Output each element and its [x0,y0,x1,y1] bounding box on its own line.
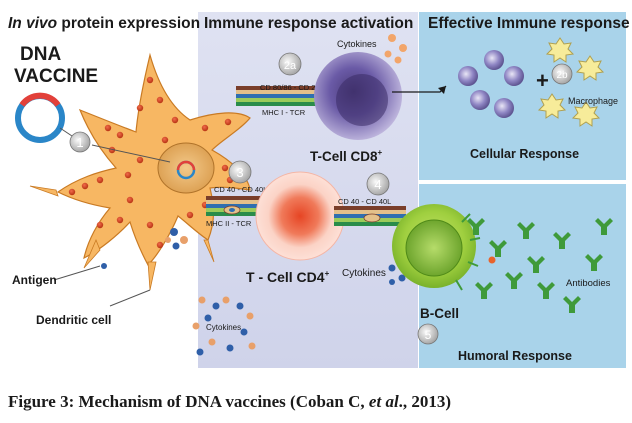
step-2b-badge: 2b [551,63,573,85]
svg-text:4: 4 [374,177,381,192]
dendrite-spikes [29,185,215,291]
bcell-nucleus [405,219,463,277]
tcell-cd4 [255,171,345,261]
caption-italic: et al [368,392,399,411]
step-2a-badge: 2a [278,52,302,76]
plasmid-icon [15,92,65,143]
svg-text:2b: 2b [556,70,568,81]
antibodies-label: Antibodies [566,278,611,289]
tcell-cd8-nucleus [336,74,388,126]
cellular-panel [419,12,626,180]
nucleus-plasmid-icon [176,160,196,180]
header-effective-response: Effective Immune response [428,15,630,32]
bcell-label: B-Cell [420,306,459,321]
plus-sign: + [536,68,549,93]
svg-text:5: 5 [425,328,432,342]
cd4-synapse [206,196,266,216]
macrophage-label: Macrophage [568,96,618,106]
antigen-label: Antigen [12,273,57,287]
antibody-icons [467,218,613,313]
antigen-pointer [53,265,101,281]
svg-text:2a: 2a [284,60,297,72]
vaccine-label: VACCINE [14,66,98,87]
step-4-badge: 4 [366,172,390,196]
bcell-synapse [334,206,406,226]
humoral-response-label: Humoral Response [458,349,572,363]
mhc1-label: MHC I - TCR [262,108,306,117]
header-in-vivo: In vivo protein expression [8,15,200,32]
cytokines-top-label: Cytokines [337,39,377,49]
cytokines-bottom-label: Cytokines [206,323,241,332]
cytokines-mid-label: Cytokines [342,268,386,279]
entry-arrow [91,144,171,163]
caption-prefix: Figure 3: Mechanism of DNA vaccines (Cob… [8,392,369,411]
bcell-receptors [455,213,481,291]
dendritic-cell-label: Dendritic cell [36,313,111,327]
dna-vaccine-diagram: In vivo protein expression Immune respon… [8,12,630,368]
cd8-synapse [236,86,348,106]
step-3-badge: 3 [228,160,252,184]
cd40-left-label: CD 40 - CD 40L [214,185,267,194]
tcell-cd4-label: T - Cell CD4+ [246,269,330,285]
mhc2-label: MHC II - TCR [206,219,252,228]
svg-text:1: 1 [76,135,83,150]
antigen-icons [101,228,188,269]
header-immune-activation: Immune response activation [204,15,413,32]
step-1-badge: 1 [69,131,91,153]
cytokines-top-dots [384,34,407,64]
dendritic-pointer [109,289,151,307]
figure-caption: Figure 3: Mechanism of DNA vaccines (Cob… [0,384,632,423]
cytokines-bottom-dots [192,296,256,356]
tcell-cd8-label: T-Cell CD8+ [310,148,383,164]
cd40-right-label: CD 40 - CD 40L [338,197,391,206]
cytokines-mid-dots [388,264,406,285]
macrophage-icons [537,37,605,127]
dna-label: DNA [20,44,61,65]
svg-text:3: 3 [236,165,243,180]
cd8-effector-cells [458,50,524,118]
cd80-label: CD 80/86 - CD 28 [260,83,320,92]
dendritic-nucleus [157,142,215,194]
bound-antigen [488,256,496,264]
cellular-response-label: Cellular Response [470,147,579,161]
caption-suffix: ., 2013) [398,392,452,411]
step-5-badge: 5 [417,323,439,345]
